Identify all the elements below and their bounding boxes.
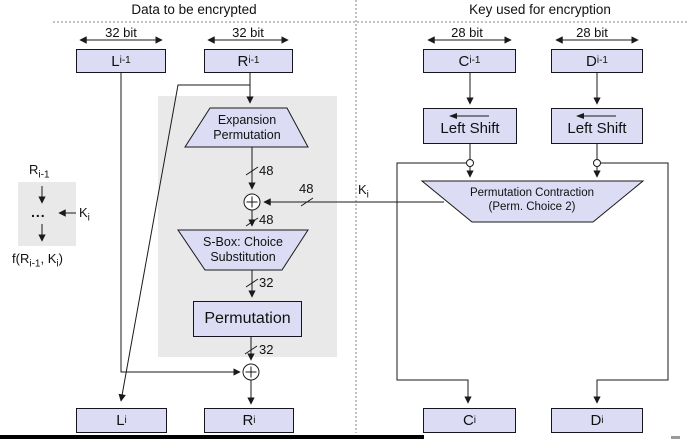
bus-tick-48-expansion xyxy=(245,166,259,176)
box-l-prev-label: L xyxy=(111,52,120,70)
xor1-icon xyxy=(243,193,261,211)
bus-label-48-subkey: 48 xyxy=(299,181,314,196)
wire-rprev-to-lnext xyxy=(118,84,250,402)
subkey-k-label: Ki xyxy=(358,182,369,201)
bus-label-32-sbox: 32 xyxy=(259,275,274,290)
bottom-corner-mark xyxy=(671,436,680,439)
legend-panel xyxy=(18,182,76,246)
bus-tick-32-perm xyxy=(244,345,258,355)
sbox-label: S-Box: Choice Substitution xyxy=(203,234,283,264)
legend-dots: ... xyxy=(31,204,46,220)
section-title-key: Key used for encryption xyxy=(469,2,611,17)
legend-key-label: Ki xyxy=(79,205,90,224)
bus-label-48-xorout: 48 xyxy=(259,212,274,227)
legend-input-label: Ri-1 xyxy=(29,162,50,181)
bus-label-48-expansion: 48 xyxy=(259,163,274,178)
wire-d-loop-to-dnext xyxy=(593,162,669,404)
bit-label-rprev: 32 bit xyxy=(232,25,264,40)
box-left-shift-d: Left Shift xyxy=(551,108,643,144)
bit-label-lprev: 32 bit xyxy=(105,25,137,40)
box-left-shift-c: Left Shift xyxy=(423,108,517,144)
wire-lprev-to-xor2 xyxy=(120,73,241,376)
left-shift-c-label: Left Shift xyxy=(440,120,500,137)
expansion-permutation-label: Expansion Permutation xyxy=(213,112,281,142)
expansion-permutation-shape xyxy=(184,107,309,148)
bit-label-cprev: 28 bit xyxy=(451,25,483,40)
branch-dot-d xyxy=(593,159,601,167)
wire-c-loop-to-cnext xyxy=(396,162,472,404)
box-c-prev-label: C xyxy=(458,52,470,70)
left-shift-d-label: Left Shift xyxy=(567,120,627,137)
bus-label-32-perm: 32 xyxy=(259,342,274,357)
bottom-bar xyxy=(0,435,424,439)
shift-left-arrow-icon xyxy=(576,113,616,119)
bus-tick-48-subkey xyxy=(300,197,314,207)
perm-contraction-label: Permutation Contraction (Perm. Choice 2) xyxy=(469,186,594,213)
bit-label-dprev: 28 bit xyxy=(576,25,608,40)
section-title-data: Data to be encrypted xyxy=(131,2,257,17)
shift-left-arrow-icon xyxy=(449,113,489,119)
box-l-next-label: L xyxy=(116,412,125,429)
sbox-shape xyxy=(177,229,309,271)
box-permutation: Permutation xyxy=(193,301,302,337)
permutation-label: Permutation xyxy=(204,310,291,327)
perm-contraction-shape xyxy=(420,180,645,223)
legend-output-label: f(Ri-1, Ki) xyxy=(12,251,63,270)
bus-tick-32-sbox xyxy=(245,278,259,288)
box-c-next-label: C xyxy=(462,412,474,429)
branch-dot-c xyxy=(466,159,474,167)
box-r-prev-label: R xyxy=(237,52,249,70)
box-d-next-label: D xyxy=(590,412,602,429)
box-r-next-label: R xyxy=(242,412,254,429)
box-d-prev-label: D xyxy=(586,52,597,70)
bus-tick-48-xorout xyxy=(245,217,259,227)
xor2-icon xyxy=(242,363,260,381)
